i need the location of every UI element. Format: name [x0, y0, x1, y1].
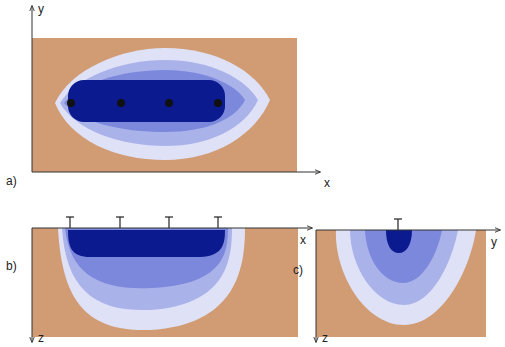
axis-line	[316, 230, 317, 342]
plume-zone	[55, 48, 270, 160]
soil-block	[316, 230, 486, 337]
axis-line	[32, 228, 33, 342]
plume-zone	[336, 230, 476, 325]
well-marker	[66, 217, 222, 228]
plume-zone	[64, 70, 245, 132]
soil-block	[32, 228, 298, 337]
plume-core	[68, 230, 225, 257]
axis-line	[32, 6, 33, 172]
panel-label: c)	[293, 263, 303, 277]
plume-core	[386, 230, 412, 253]
plume-zone	[62, 228, 232, 310]
panel-label: a)	[6, 174, 17, 188]
panel-label: b)	[6, 259, 17, 273]
axis-label: y	[38, 2, 44, 16]
plume-zone	[60, 60, 258, 146]
axis-line	[32, 172, 320, 173]
plume-zone	[65, 228, 228, 288]
plume-zone	[350, 230, 458, 305]
well-dot	[214, 99, 222, 107]
well-dot	[67, 99, 75, 107]
plume-core	[68, 80, 225, 122]
well-dot	[117, 99, 125, 107]
axis-label: x	[300, 233, 306, 247]
well-marker	[394, 219, 402, 230]
axis-label: x	[324, 176, 330, 190]
plume-zone	[58, 228, 245, 330]
axis-line	[316, 230, 500, 231]
plume-zone	[365, 230, 442, 283]
section-view	[32, 217, 312, 342]
axis-label: z	[322, 331, 328, 345]
axis-line	[32, 228, 312, 229]
well-dot	[165, 99, 173, 107]
axis-label: y	[491, 235, 497, 249]
plan-view	[32, 6, 320, 172]
cross-section-view	[316, 219, 500, 342]
soil-block	[32, 38, 297, 172]
axis-label: z	[38, 331, 44, 345]
